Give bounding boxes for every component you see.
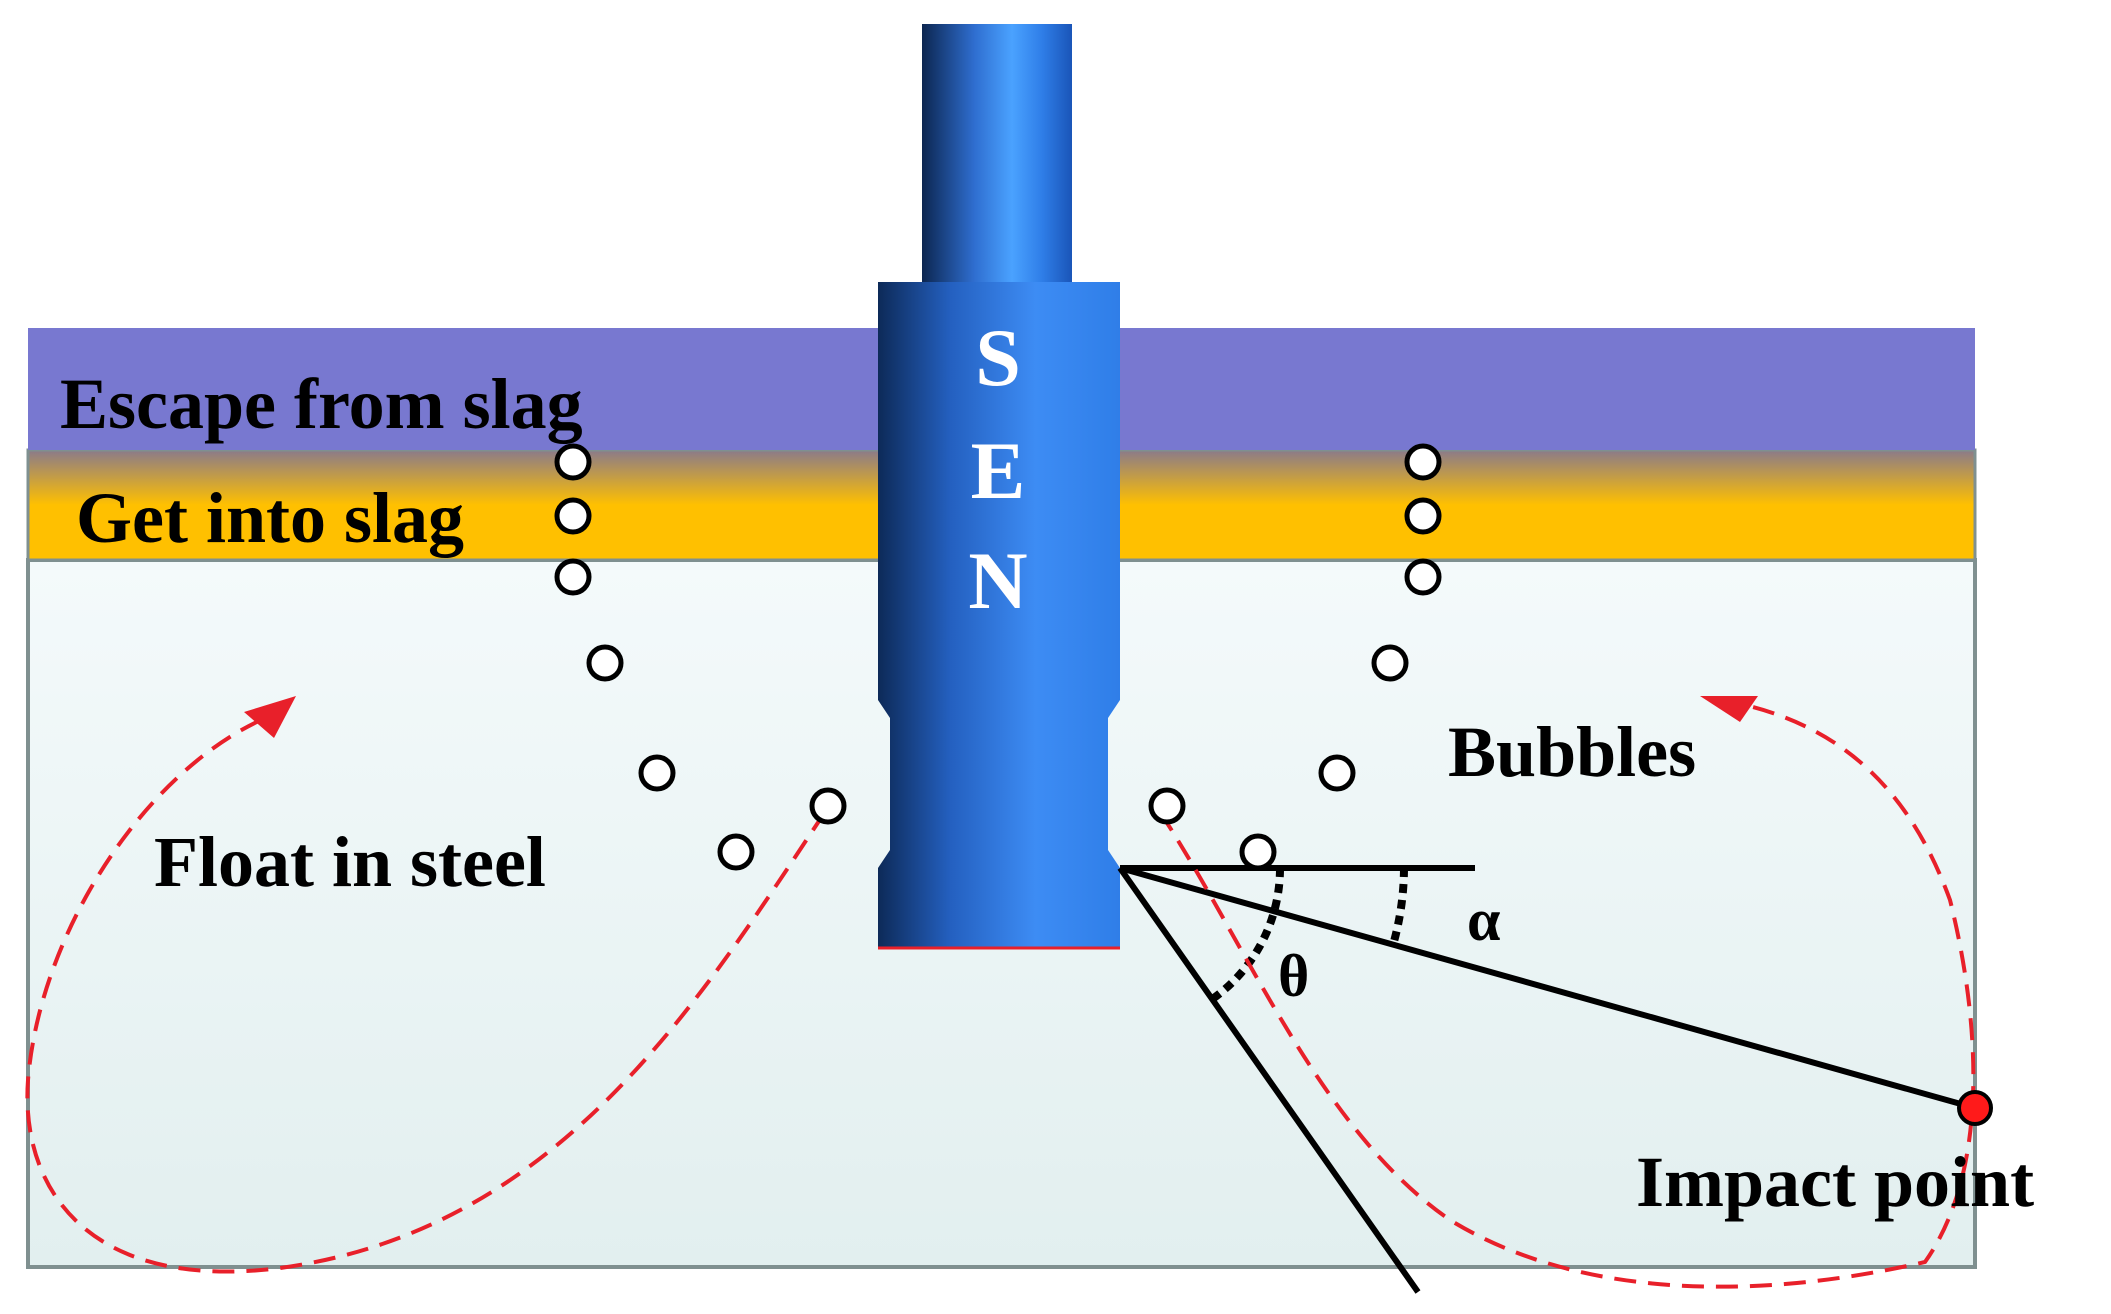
bubble	[638, 754, 676, 792]
flow-paths	[25, 698, 1976, 1289]
left-flow-loop	[25, 710, 827, 1274]
alpha-angle-arc	[1389, 867, 1408, 947]
bubble	[1148, 787, 1186, 825]
sen-letter-e: E	[971, 425, 1026, 516]
sen-body	[878, 282, 1120, 948]
bubble	[1404, 558, 1442, 596]
bubble	[554, 558, 592, 596]
right-flow-loop	[1158, 698, 1976, 1289]
jet-lower-boundary	[1117, 866, 1421, 1294]
theta-angle-arc	[1208, 867, 1285, 1004]
bubble	[554, 497, 592, 535]
bubble	[1404, 497, 1442, 535]
jet-centerline	[1119, 865, 1969, 1109]
label-float-in-steel: Float in steel	[154, 822, 546, 902]
bubble	[1239, 833, 1277, 871]
bubble	[717, 833, 755, 871]
bubble	[586, 644, 624, 682]
right-flow-arrowhead	[1700, 696, 1758, 722]
bubble	[1404, 443, 1442, 481]
impact-point-marker	[1957, 1090, 1993, 1126]
bubble	[1318, 754, 1356, 792]
sen-letter-n: N	[968, 535, 1027, 626]
bubble	[809, 787, 847, 825]
bubbles	[554, 443, 1442, 871]
sen-upper-pipe	[922, 24, 1072, 286]
sen-nozzle: S E N	[878, 24, 1120, 950]
label-impact-point: Impact point	[1636, 1142, 2034, 1222]
jet-geometry	[1117, 865, 1969, 1294]
bubble	[1371, 644, 1409, 682]
label-theta: θ	[1278, 943, 1309, 1009]
label-alpha: α	[1467, 887, 1501, 953]
label-escape-from-slag: Escape from slag	[60, 364, 583, 444]
sen-letter-s: S	[975, 312, 1021, 403]
label-get-into-slag: Get into slag	[76, 478, 464, 558]
left-flow-arrowhead	[244, 696, 296, 738]
bubble	[554, 443, 592, 481]
label-bubbles: Bubbles	[1448, 712, 1696, 792]
